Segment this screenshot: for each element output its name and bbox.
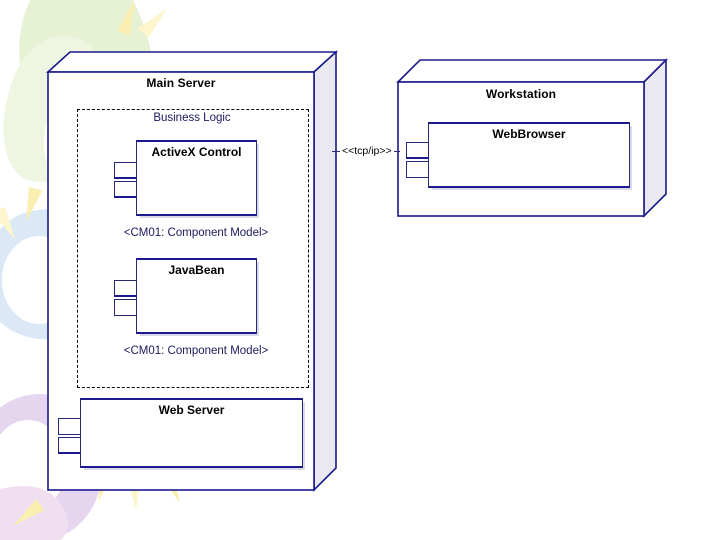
component-body — [428, 122, 630, 188]
component-port-tab-lower — [58, 437, 81, 454]
component-title-webbrowser: WebBrowser — [492, 127, 566, 141]
component-port-tab-lower — [114, 181, 137, 198]
component-body — [136, 140, 257, 216]
connection-label-tcpip: <<tcp/ip>> — [340, 145, 394, 157]
ray-icon — [0, 206, 22, 244]
ray-icon — [138, 3, 172, 39]
component-port-tab-upper — [114, 280, 137, 297]
package-business-logic[interactable] — [77, 109, 309, 388]
component-activex-control[interactable]: ActiveX Control — [136, 140, 257, 216]
component-port-tab-upper — [406, 142, 429, 159]
component-title-javabean: JavaBean — [168, 263, 225, 277]
component-port-tab-lower — [114, 299, 137, 316]
component-port-tab-upper — [114, 162, 137, 179]
ray-icon — [9, 499, 45, 531]
ray-icon — [117, 0, 141, 36]
component-body — [136, 258, 257, 334]
component-title-web-server: Web Server — [158, 403, 225, 417]
component-port-tab-lower — [406, 161, 429, 178]
component-title-activex-control: ActiveX Control — [151, 145, 242, 159]
component-web-server[interactable]: Web Server — [80, 398, 303, 468]
component-javabean[interactable]: JavaBean — [136, 258, 257, 334]
pink-blob-shape — [0, 486, 68, 540]
package-label-business-logic: Business Logic — [153, 112, 231, 124]
component-caption-activex-control: <CM01: Component Model> — [123, 227, 269, 239]
component-caption-javabean: <CM01: Component Model> — [123, 345, 269, 357]
component-webbrowser[interactable]: WebBrowser — [428, 122, 630, 188]
ray-icon — [19, 186, 43, 224]
node-label-workstation: Workstation — [485, 87, 557, 101]
component-body — [80, 398, 303, 468]
component-port-tab-upper — [58, 418, 81, 435]
node-label-main-server: Main Server — [146, 76, 216, 90]
